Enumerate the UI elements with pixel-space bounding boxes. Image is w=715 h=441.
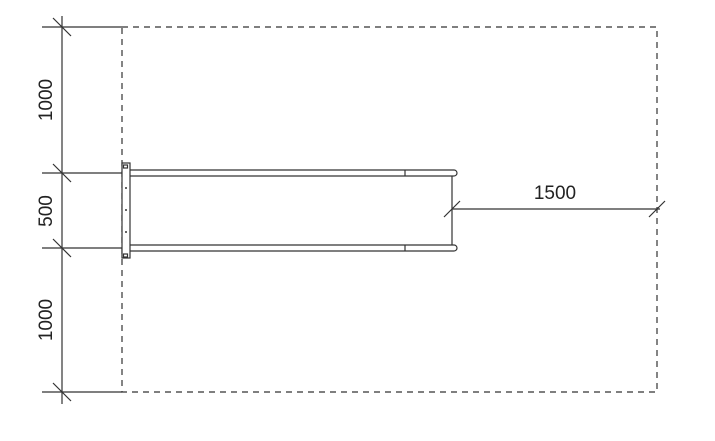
dimension-label-horizontal: 1500 — [534, 183, 576, 204]
horizontal-dimension — [443, 200, 666, 218]
top-rail — [125, 169, 458, 177]
bottom-rail — [125, 244, 458, 252]
dimension-label-bottom: 1000 — [36, 299, 57, 341]
dimension-label-middle: 500 — [36, 195, 57, 227]
vertical-dimension-chain — [42, 16, 122, 404]
handrail — [121, 162, 458, 259]
mount-plate-bolts — [125, 187, 127, 233]
dimension-label-top: 1000 — [36, 79, 57, 121]
